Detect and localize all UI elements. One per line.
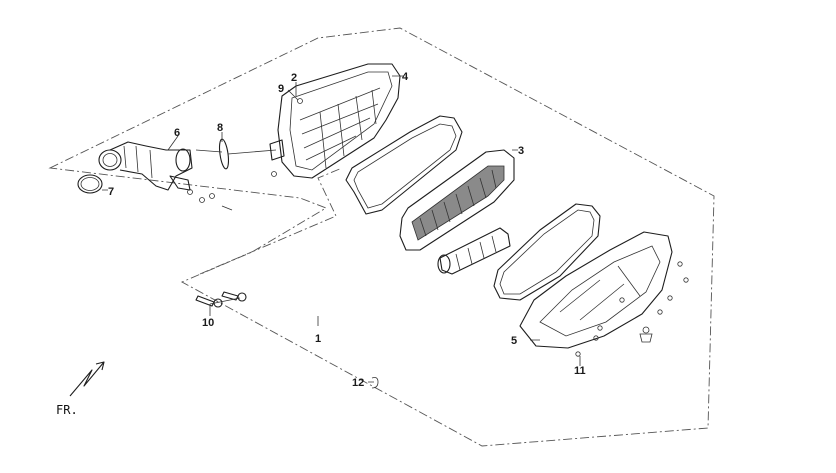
callout-12: 12 [352,377,364,389]
callout-7: 7 [108,186,114,198]
filter-gasket-rear-inner [353,123,457,209]
callout-11: 11 [574,365,586,377]
assembly-outline-inner [199,167,343,275]
o-ring-axis-line [195,149,277,155]
air-filter-element [399,149,515,251]
mounting-bolts [195,291,247,308]
leader-lines [102,75,581,383]
callout-4: 4 [402,71,409,83]
callout-9: 9 [278,83,284,95]
front-label: FR. [56,403,78,417]
callout-3: 3 [518,145,524,157]
callout-10: 10 [202,317,214,329]
clip-part [371,377,379,389]
front-direction-marker: FR. [56,361,105,417]
callout-5: 5 [511,335,517,347]
filter-gasket-front [493,203,601,301]
callout-2: 2 [291,72,297,84]
intake-funnel [437,227,511,275]
filter-gasket-front-inner [499,209,595,295]
callout-1: 1 [315,333,321,345]
filter-gasket-rear [345,115,463,215]
air-cleaner-cover [519,231,673,349]
front-arrow-icon [69,361,105,397]
callout-6: 6 [174,127,180,139]
assembly-outline [48,27,715,447]
hose-clamp [77,174,103,194]
cover-screws [575,261,689,357]
air-cleaner-case [269,63,401,179]
callout-8: 8 [217,122,223,134]
intake-duct [98,141,233,211]
